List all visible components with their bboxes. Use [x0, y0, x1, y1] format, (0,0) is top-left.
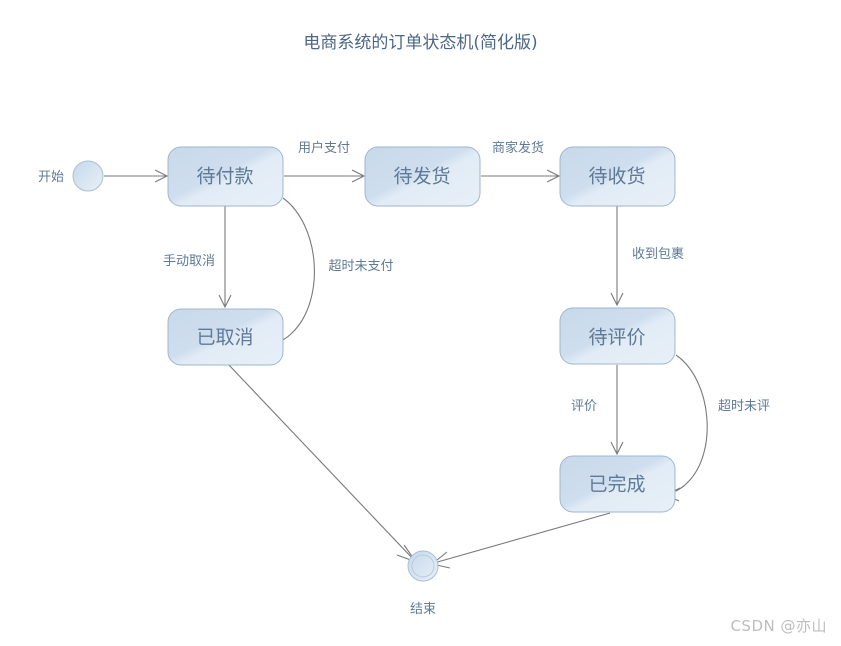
- end-node-label: 结束: [410, 602, 436, 617]
- edge-pending-pay-to-cancelled-timeout: 超时未支付: [268, 197, 394, 353]
- edge-pending-recv-to-pending-review: 收到包裹: [610, 206, 684, 307]
- start-node-label: 开始: [38, 170, 64, 185]
- state-label-pending-payment: 待付款: [196, 166, 253, 188]
- edge-label-merchant-ship: 商家发货: [492, 140, 544, 156]
- edge-completed-to-end: [430, 512, 611, 569]
- state-label-pending-shipment: 待发货: [393, 166, 450, 188]
- edge-pending-review-to-completed-timeout: 超时未评: [664, 354, 770, 502]
- edge-pending-pay-to-cancelled-manual: 手动取消: [163, 206, 232, 309]
- end-node[interactable]: 结束: [407, 550, 439, 617]
- state-box-pending-receipt[interactable]: 待收货: [559, 146, 676, 207]
- edge-label-manual-cancel: 手动取消: [163, 254, 215, 269]
- watermark: CSDN @亦山: [730, 617, 827, 635]
- edge-label-review-timeout: 超时未评: [718, 399, 770, 414]
- edge-label-review: 评价: [571, 399, 597, 414]
- edge-pending-pay-to-pending-ship: 用户支付: [284, 140, 366, 183]
- state-box-pending-review[interactable]: 待评价: [559, 307, 676, 365]
- start-node[interactable]: 开始: [38, 160, 104, 192]
- state-box-pending-payment[interactable]: 待付款: [167, 146, 284, 207]
- state-label-pending-review: 待评价: [588, 327, 645, 349]
- state-label-pending-receipt: 待收货: [588, 166, 645, 188]
- edge-pending-review-to-completed-review: 评价: [571, 365, 624, 456]
- state-label-completed: 已完成: [588, 474, 645, 496]
- edge-pending-ship-to-pending-recv: 商家发货: [481, 140, 561, 183]
- state-box-completed[interactable]: 已完成: [559, 455, 676, 513]
- edge-cancelled-to-end: [227, 363, 418, 564]
- edge-label-user-pay: 用户支付: [298, 140, 350, 156]
- edge-label-payment-timeout: 超时未支付: [328, 259, 393, 274]
- state-label-cancelled: 已取消: [196, 327, 253, 349]
- edge-label-package-received: 收到包裹: [632, 247, 684, 262]
- state-box-pending-shipment[interactable]: 待发货: [364, 146, 481, 207]
- page-title: 电商系统的订单状态机(简化版): [303, 33, 538, 53]
- state-box-cancelled[interactable]: 已取消: [167, 308, 284, 366]
- edge-start-to-pending-pay: [104, 169, 169, 183]
